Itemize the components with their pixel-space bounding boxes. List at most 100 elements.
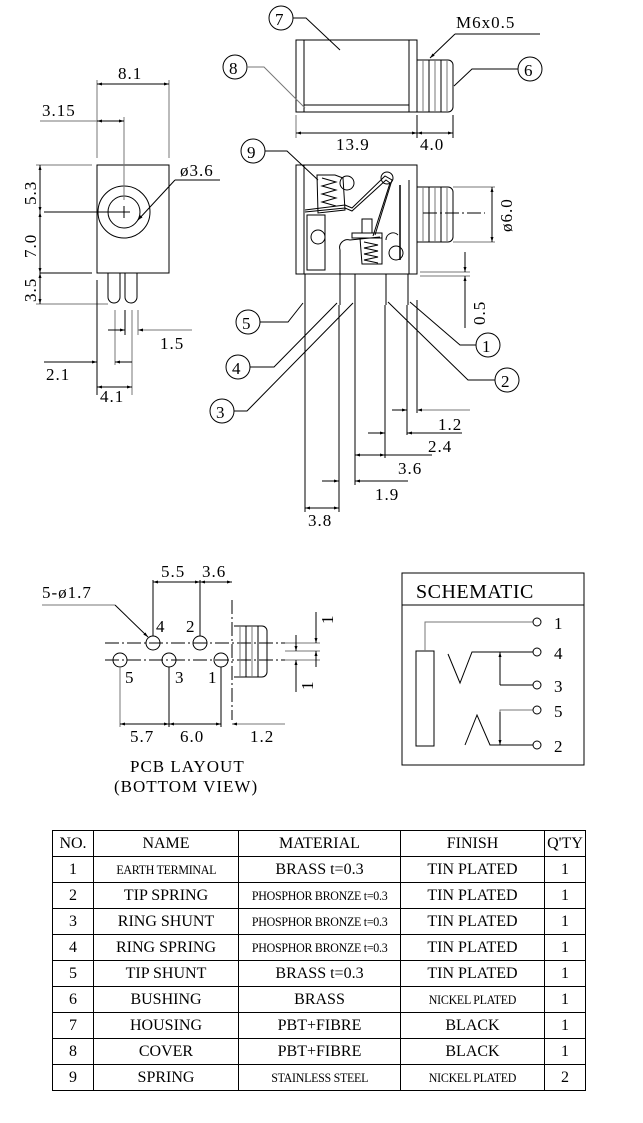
cell-finish: TIN PLATED [400,882,545,909]
cell-finish-text: TIN PLATED [427,860,518,878]
cell-qty-text: 1 [561,938,569,956]
cell-no: 9 [52,1064,94,1091]
header-material: MATERIAL [238,830,401,857]
cell-name-text: BUSHING [130,990,202,1008]
cell-finish-text: NICKEL PLATED [428,1069,517,1085]
schematic-terminal-4: 4 [554,644,564,663]
cell-material-text: PBT+FIBRE [277,1016,362,1034]
cell-name-text: RING SHUNT [117,912,215,930]
tip-spring [304,175,393,236]
side-pin [124,273,138,304]
cell-qty: 1 [544,1012,586,1039]
header-no: NO. [52,830,94,857]
cell-name-text: TIP SPRING [123,886,209,904]
table-row: 2 TIP SPRING PHOSPHOR BRONZE t=0.3 TIN PLAT… [52,882,586,909]
cell-no-text: 9 [69,1068,77,1086]
cell-material: BRASS t=0.3 [238,856,401,883]
dim-center-offset: 3.15 [42,101,76,120]
cell-no: 7 [52,1012,94,1039]
cell-no: 6 [52,986,94,1013]
cell-name: TIP SHUNT [93,960,239,987]
cell-qty: 1 [544,908,586,935]
header-name: NAME [93,830,239,857]
cell-no-text: 8 [69,1042,77,1060]
header-finish: FINISH [400,830,545,857]
pcb-pin-label-1: 1 [208,668,218,687]
schematic-terminal-2: 2 [554,737,564,756]
cell-name-text: TIP SHUNT [125,964,207,982]
cell-no-text: 3 [69,912,77,930]
cell-no-text: 2 [69,886,77,904]
callout-3: 3 [216,403,226,422]
table-row: 6 BUSHING BRASS NICKEL PLATED 1 [52,986,586,1013]
dim-pin-span: 4.1 [100,387,124,406]
dim-pin-offset: 2.1 [46,365,70,384]
schematic-terminal-5: 5 [554,702,564,721]
cell-material-text: BRASS t=0.3 [275,860,364,878]
dim-pcb-side-1b: 1 [298,681,317,691]
cell-material: BRASS t=0.3 [238,960,401,987]
side-view: 8.1 3.15 ø3.6 5.3 7.0 3.5 1.5 2.1 4.1 [21,64,220,406]
cell-finish: NICKEL PLATED [400,986,545,1013]
cell-no: 4 [52,934,94,961]
top-view: 13.9 4.0 M6x0.5 7 8 6 [222,5,543,154]
dim-pcb-side-1a: 1 [318,615,337,625]
dim-pcb-6-0: 6.0 [180,727,204,746]
side-pin [107,273,121,304]
cell-finish: TIN PLATED [400,934,545,961]
dim-pin-gap: 1.5 [160,334,184,353]
cell-material-text: STAINLESS STEEL [271,1069,368,1085]
cell-qty: 1 [544,986,586,1013]
cell-name-text: HOUSING [130,1016,202,1034]
cell-finish-text: BLACK [445,1042,500,1060]
cell-qty: 1 [544,1038,586,1065]
dim-top-height: 5.3 [21,181,40,205]
dim-bushing-diameter: ø6.0 [497,198,516,232]
cell-material: PHOSPHOR BRONZE t=0.3 [238,934,401,961]
callout-4: 4 [232,359,242,378]
cell-material-text: PHOSPHOR BRONZE t=0.3 [251,887,388,903]
dim-body-length: 13.9 [336,135,370,154]
pcb-layout: 4 2 5 3 1 5.5 3.6 5-ø1.7 5.7 6.0 1.2 1 [42,562,337,796]
callout-8: 8 [229,59,239,78]
dim-pin-step: 0.5 [470,301,489,325]
cell-material: PHOSPHOR BRONZE t=0.3 [238,882,401,909]
dim-pcb-3-6: 3.6 [202,562,226,581]
cell-qty: 1 [544,960,586,987]
cell-qty-text: 1 [561,1016,569,1034]
cell-name-text: EARTH TERMINAL [116,861,216,877]
cell-material: PHOSPHOR BRONZE t=0.3 [238,908,401,935]
spring-9-coil [320,177,338,207]
dim-body-height: 7.0 [21,234,40,258]
cell-no: 1 [52,856,94,883]
schematic-terminal-1: 1 [554,614,564,633]
pcb-pin-label-4: 4 [156,617,166,636]
housing-top [295,39,418,113]
pcb-pin-label-2: 2 [186,617,196,636]
cell-name-text: SPRING [137,1068,195,1086]
pcb-layout-subtitle: (BOTTOM VIEW) [114,777,258,796]
table-row: 3 RING SHUNT PHOSPHOR BRONZE t=0.3 TIN PLAT… [52,908,586,935]
table-row: 1 EARTH TERMINAL BRASS t=0.3 TIN PLATED 1 [52,856,586,883]
cell-qty-text: 1 [561,860,569,878]
dim-pcb-5-7: 5.7 [130,727,154,746]
cell-finish: NICKEL PLATED [400,1064,545,1091]
pcb-hole-label: 5-ø1.7 [42,583,92,602]
cell-finish: TIN PLATED [400,908,545,935]
spring-9-coil-lower [363,241,379,264]
cell-material-text: BRASS [294,990,345,1008]
spring-9-housing [316,174,346,214]
cell-qty-text: 1 [561,990,569,1008]
cell-name-text: COVER [138,1042,194,1060]
cell-qty-text: 1 [561,1042,569,1060]
cell-no-text: 4 [69,938,77,956]
cell-finish-text: TIN PLATED [427,964,518,982]
thread-label: M6x0.5 [456,13,515,32]
cell-qty-text: 1 [561,886,569,904]
cell-name: HOUSING [93,1012,239,1039]
cell-finish-text: BLACK [445,1016,500,1034]
cell-qty: 1 [544,882,586,909]
cell-material-text: PHOSPHOR BRONZE t=0.3 [251,913,388,929]
